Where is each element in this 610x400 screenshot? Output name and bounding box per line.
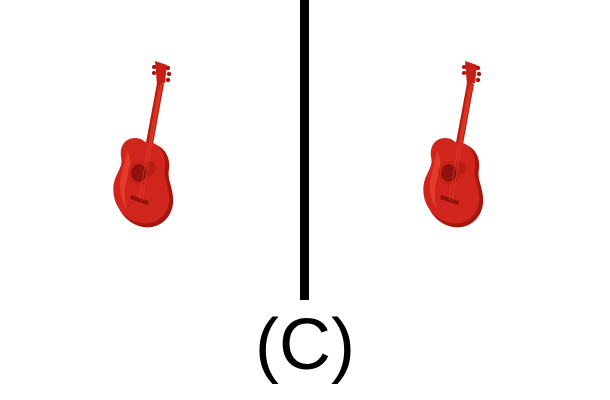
acoustic-guitar-icon xyxy=(423,61,484,228)
right-panel xyxy=(310,0,610,300)
figure-caption: (C) xyxy=(255,305,355,385)
acoustic-guitar-icon xyxy=(113,61,174,228)
left-panel xyxy=(0,0,300,300)
panel-divider xyxy=(300,0,309,300)
